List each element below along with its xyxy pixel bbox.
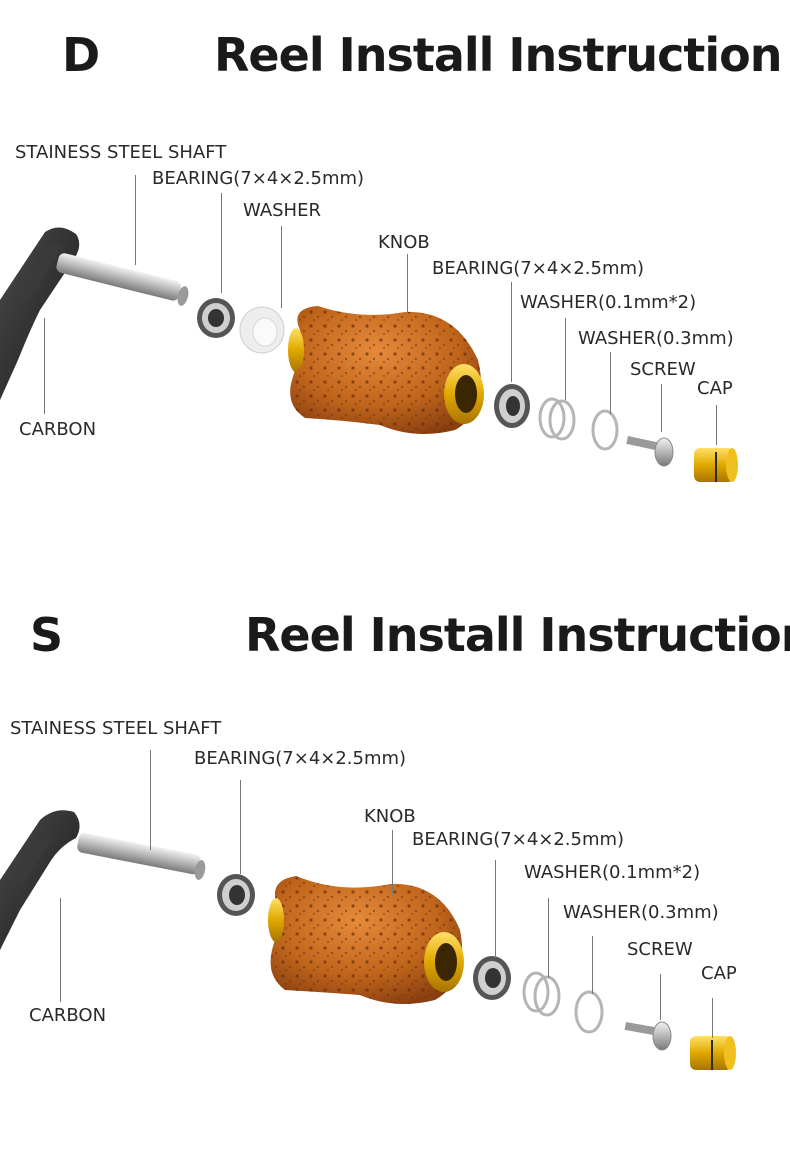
steel-shaft bbox=[77, 833, 206, 880]
knob bbox=[268, 876, 464, 1004]
variant-letter: S bbox=[30, 608, 63, 662]
leader-screw bbox=[661, 384, 662, 432]
leader-knob bbox=[407, 254, 408, 314]
leader-washer03 bbox=[610, 352, 611, 414]
leader-knob bbox=[392, 830, 393, 894]
label-shaft: STAINESS STEEL SHAFT bbox=[15, 142, 227, 163]
carbon-handle-inner bbox=[12, 243, 62, 300]
bearing-2 bbox=[494, 384, 530, 428]
washer-0-1mm bbox=[522, 971, 561, 1017]
page-title: Reel Install Instruction bbox=[214, 28, 782, 82]
label-knob: KNOB bbox=[364, 806, 416, 827]
label-bearing-2: BEARING(7×4×2.5mm) bbox=[432, 258, 645, 279]
leader-carbon bbox=[60, 898, 61, 1002]
leader-bearing2 bbox=[495, 860, 496, 958]
label-cap: CAP bbox=[701, 963, 737, 984]
label-knob: KNOB bbox=[378, 232, 430, 253]
knob bbox=[288, 306, 484, 434]
label-screw: SCREW bbox=[630, 359, 696, 380]
label-carbon: CARBON bbox=[19, 419, 97, 440]
exploded-diagram bbox=[0, 227, 738, 482]
steel-shaft bbox=[56, 253, 189, 306]
label-bearing-1: BEARING(7×4×2.5mm) bbox=[152, 168, 365, 189]
washer-0-3mm bbox=[574, 990, 604, 1034]
washer-0-1mm bbox=[538, 397, 576, 441]
cap bbox=[694, 448, 738, 482]
leader-washer bbox=[281, 226, 282, 308]
label-washer-0-3mm: WASHER(0.3mm) bbox=[578, 328, 734, 349]
label-bearing-2: BEARING(7×4×2.5mm) bbox=[412, 829, 625, 850]
leader-cap bbox=[716, 405, 717, 445]
carbon-handle-inner bbox=[8, 836, 52, 886]
page-title: Reel Install Instruction bbox=[245, 608, 790, 662]
leader-washer01 bbox=[548, 898, 549, 978]
label-carbon: CARBON bbox=[29, 1005, 107, 1026]
label-washer-0-1mm: WASHER(0.1mm*2) bbox=[520, 292, 697, 313]
label-cap: CAP bbox=[697, 378, 733, 399]
label-screw: SCREW bbox=[627, 939, 693, 960]
leader-washer03 bbox=[592, 936, 593, 994]
label-shaft: STAINESS STEEL SHAFT bbox=[10, 718, 222, 739]
leader-cap bbox=[712, 998, 713, 1038]
leader-bearing2 bbox=[511, 282, 512, 382]
label-washer-0-3mm: WASHER(0.3mm) bbox=[563, 902, 719, 923]
bearing-1 bbox=[197, 298, 235, 338]
panel-d: D Reel Install Instruction bbox=[0, 0, 790, 560]
label-washer-0-1mm: WASHER(0.1mm*2) bbox=[524, 862, 701, 883]
leader-shaft bbox=[135, 175, 136, 265]
washer-0-3mm bbox=[591, 409, 619, 451]
cap bbox=[690, 1036, 736, 1070]
leader-screw bbox=[660, 974, 661, 1020]
leader-carbon bbox=[44, 318, 45, 414]
label-bearing-1: BEARING(7×4×2.5mm) bbox=[194, 748, 407, 769]
bearing-2 bbox=[473, 956, 511, 1000]
leader-washer01 bbox=[565, 318, 566, 400]
leader-shaft bbox=[150, 750, 151, 850]
variant-letter: D bbox=[62, 28, 100, 82]
screw bbox=[626, 436, 674, 467]
leader-bearing1 bbox=[240, 780, 241, 874]
panel-s: S Reel Install Instruction bbox=[0, 580, 790, 1140]
screw bbox=[624, 1021, 672, 1051]
carbon-handle bbox=[0, 810, 80, 950]
carbon-handle bbox=[0, 227, 80, 400]
washer-white bbox=[239, 306, 285, 354]
exploded-diagram bbox=[0, 810, 736, 1070]
label-washer: WASHER bbox=[243, 200, 321, 221]
leader-bearing1 bbox=[221, 193, 222, 293]
bearing-1 bbox=[217, 874, 255, 916]
